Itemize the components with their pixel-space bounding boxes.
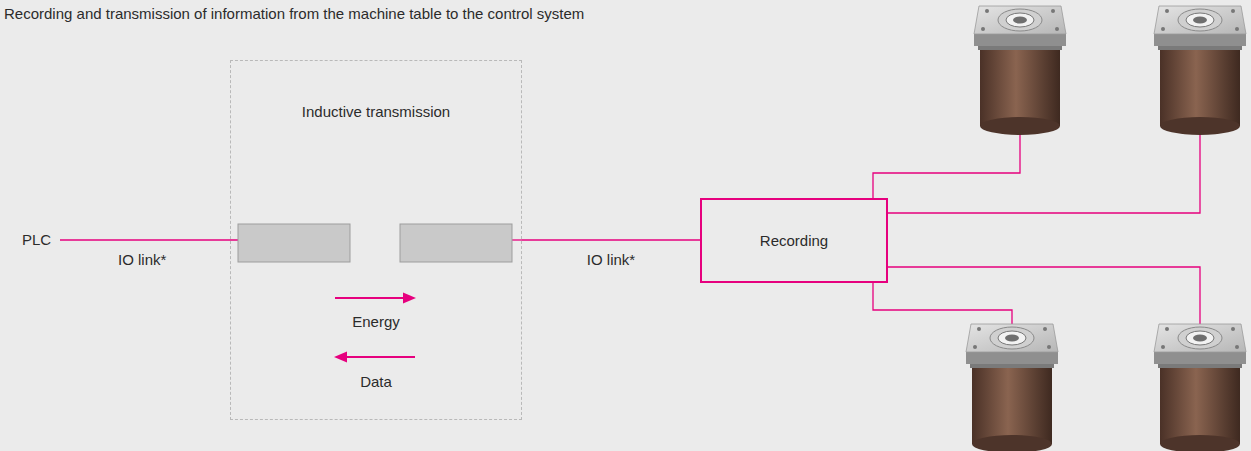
label-wrap: PLC <box>22 231 51 249</box>
coil-block <box>238 224 350 262</box>
signal-name: IO link* <box>118 251 166 269</box>
clamping-module <box>1154 324 1246 451</box>
diagram-title: Recording and transmission of informatio… <box>4 5 584 23</box>
signal-name: IO link* <box>587 251 635 269</box>
transmission-group: Inductive transmissionEnergyData <box>230 60 522 420</box>
label-wrap: IO link* <box>118 251 166 269</box>
plc-wire <box>60 239 238 240</box>
io-link-wire <box>522 239 700 240</box>
text-wrap: Energy <box>231 313 521 331</box>
flow-label: Data <box>360 373 392 391</box>
clamping-module <box>966 324 1058 451</box>
group-title: Inductive transmission <box>302 103 450 121</box>
text-wrap: Inductive transmission <box>231 103 521 121</box>
text-wrap: Data <box>231 373 521 391</box>
wires <box>60 118 1200 345</box>
controller-name: PLC <box>22 231 51 249</box>
flow-label: Energy <box>352 313 400 331</box>
process-box: Recording <box>700 198 888 283</box>
clamping-module <box>974 6 1066 135</box>
energy-arrow <box>335 293 416 304</box>
clamping-module <box>1154 6 1246 135</box>
wire-stub <box>512 239 522 240</box>
edge-label-wrap: IO link* <box>587 251 635 269</box>
box-label: Recording <box>760 232 828 250</box>
data-arrow <box>334 352 415 363</box>
coil-block <box>400 224 512 262</box>
title-wrap: Recording and transmission of informatio… <box>4 5 584 23</box>
